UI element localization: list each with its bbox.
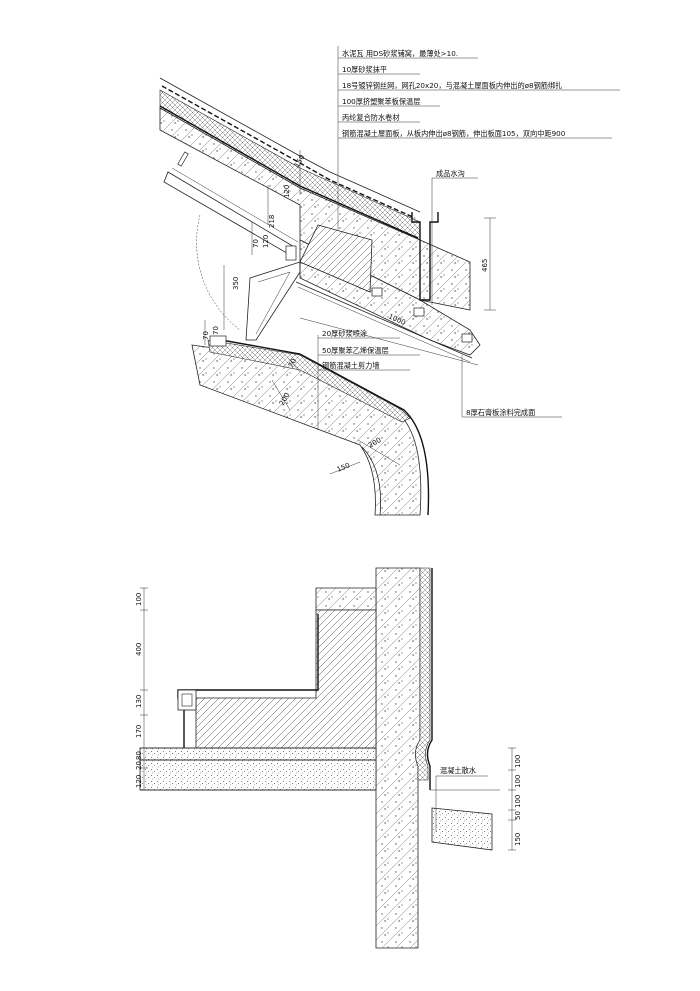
dim-120-slab: 120 <box>283 185 291 198</box>
bench-nosing-inner <box>181 693 193 707</box>
lower-wall-insulation <box>415 567 431 781</box>
dim-left-100: 100 <box>135 593 143 606</box>
dim-150-curve: 150 <box>336 461 351 473</box>
wall-finish-line <box>209 337 430 516</box>
dim-right-100-b: 100 <box>514 775 522 788</box>
note-gutter: 成品水沟 <box>436 169 465 178</box>
gutter-cap-1 <box>371 287 383 297</box>
dim-right-100-c: 100 <box>514 795 522 808</box>
window-mullion-2 <box>285 245 297 261</box>
window-mullion-1 <box>177 151 189 167</box>
lower-concrete-wall <box>375 567 421 949</box>
dim-70-left: 70 <box>202 331 210 340</box>
note-wire-mesh: 18号镀锌钢丝网，网孔20x20，与混凝土屋面板内伸出的ø8钢筋绑扎 <box>342 81 562 90</box>
door-swing-arc <box>196 214 241 331</box>
floor-screed <box>139 747 377 761</box>
dim-right-100-a: 100 <box>514 755 522 768</box>
dim-70-base: 70 <box>212 326 220 335</box>
window-glass-line <box>171 167 299 243</box>
window-post <box>245 261 301 341</box>
upper-leader-lines <box>317 46 620 430</box>
note-waterproof-membrane: 丙纶复合防水卷材 <box>342 113 400 122</box>
upper-dimension-lines <box>204 150 496 475</box>
lower-wall-finish <box>426 568 433 790</box>
wall-base-section-detail: 100 400 130 170 80 20 120 100 100 100 50… <box>135 567 522 949</box>
concrete-apron <box>431 807 493 851</box>
dim-left-80: 80 <box>135 751 143 760</box>
dim-120-post: 120 <box>262 235 270 248</box>
dim-left-400: 400 <box>135 643 143 656</box>
floor-slab <box>139 759 377 791</box>
shear-wall <box>191 344 422 516</box>
roof-concrete-slab <box>159 107 471 311</box>
note-eps-insulation: 50厚聚苯乙烯保温层 <box>322 346 389 355</box>
dim-left-20: 20 <box>135 761 143 770</box>
dim-350: 350 <box>232 277 240 290</box>
note-roof-tile: 水泥瓦 用DS砂浆铺窝，最薄处>10. <box>342 49 458 58</box>
lower-right-dimension-chain <box>508 747 516 851</box>
lower-left-dimension-chain <box>140 587 148 791</box>
wall-insulation-layer <box>207 339 411 423</box>
roof-mortar-layer <box>159 77 421 213</box>
note-shear-wall: 钢筋混凝土剪力墙 <box>322 361 380 370</box>
note-concrete-roof-slab: 钢筋混凝土屋面板，从板内伸出ø8钢筋，伸出板面105，双向中距900 <box>342 129 566 138</box>
gutter-shape <box>411 212 439 301</box>
note-xps-insulation: 100厚挤塑聚苯板保温层 <box>342 97 420 106</box>
soffit-board-line <box>295 281 473 359</box>
roof-tile-line <box>161 85 416 219</box>
bench-block <box>195 609 377 749</box>
eave-gypsum-line <box>297 286 471 363</box>
dim-218: 218 <box>268 215 276 228</box>
coping-block <box>315 587 377 611</box>
dim-right-150: 150 <box>514 833 522 846</box>
window-post-inner <box>255 271 291 335</box>
dim-150-roof: 150 <box>293 153 307 169</box>
eave-infill-block <box>299 224 373 293</box>
dim-465: 465 <box>481 259 489 272</box>
dim-right-50: 50 <box>514 811 522 820</box>
dim-70-wall: 70 <box>287 357 298 369</box>
eave-section-detail: 水泥瓦 用DS砂浆铺窝，最薄处>10. 10厚砂浆抹平 18号镀锌钢丝网，网孔2… <box>159 46 620 516</box>
gutter-cap-3 <box>461 333 473 343</box>
note-concrete-apron: 混凝土散水 <box>440 766 476 775</box>
dim-left-130: 130 <box>135 695 143 708</box>
dim-70-top: 70 <box>252 239 260 248</box>
dim-left-120: 120 <box>135 775 143 788</box>
gutter-cap-2 <box>413 307 425 317</box>
dim-left-170: 170 <box>135 725 143 738</box>
wall-inner-line <box>361 446 381 516</box>
note-mortar-spray: 20厚砂浆喷涂 <box>322 329 367 338</box>
wall-base-block <box>209 335 227 347</box>
note-gypsum-soffit: 8厚石膏板涂料完成面 <box>466 408 535 417</box>
note-mortar-leveling: 10厚砂浆抹平 <box>342 65 387 74</box>
